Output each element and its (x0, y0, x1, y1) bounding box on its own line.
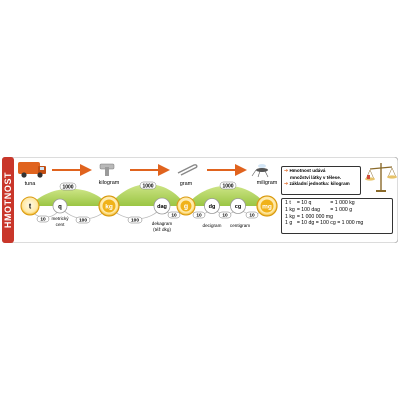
svg-text:1000: 1000 (222, 183, 233, 189)
factor-badge-bottom: 100 (127, 216, 143, 224)
label-dekagram: dekagram (152, 221, 173, 226)
label-metricky-cent-line2: cent (56, 222, 65, 227)
unit-circle-dg: dg (204, 198, 220, 214)
unit-circle-g: g (176, 196, 196, 216)
svg-text:10: 10 (222, 213, 228, 219)
factor-badge-top: 1000 (59, 182, 77, 190)
unit-circle-cg: cg (230, 198, 246, 214)
side-label: HMOTNOST (2, 157, 14, 243)
svg-text:10: 10 (40, 217, 46, 223)
svg-text:100: 100 (131, 218, 139, 224)
svg-text:cg: cg (235, 204, 241, 210)
info-box: ➔ Hmotnost udává množství látky v tělese… (281, 166, 361, 195)
conversion-row: 1 t = 10 q = 1 000 kg (285, 200, 355, 206)
balance-scale-icon (365, 163, 397, 192)
factor-badge-top: 1000 (219, 181, 237, 189)
info-line-3: ➔ základní jednotka: kilogram (284, 180, 350, 187)
unit-circle-mg: mg (256, 195, 278, 217)
label-centigram: centigram (230, 223, 250, 228)
svg-text:1000: 1000 (62, 184, 73, 190)
label-gram: gram (180, 181, 193, 187)
info-line-1: ➔ Hmotnost udává (284, 168, 326, 174)
label-tuna: tuna (25, 181, 37, 187)
factor-badge-bottom: 100 (75, 216, 91, 224)
svg-text:q: q (58, 204, 62, 210)
label-dekagram-alt: (též dkg) (153, 227, 171, 232)
unit-circle-kg: kg (98, 195, 120, 217)
factor-badge-bottom: 10 (218, 211, 232, 219)
factor-badge-top: 1000 (139, 181, 157, 189)
svg-text:10: 10 (171, 213, 177, 219)
mosquito-icon (251, 164, 269, 178)
label-kilogram: kilogram (99, 180, 120, 186)
conversion-row: 1 g = 10 dg = 100 cg = 1 000 mg (285, 220, 364, 227)
label-miligram: miligram (257, 180, 278, 186)
factor-badge-bottom: 10 (167, 211, 181, 219)
svg-text:kg: kg (105, 204, 113, 211)
svg-text:dag: dag (157, 204, 167, 210)
info-line-2: množství látky v tělese. (290, 174, 342, 180)
label-decigram: decigram (203, 223, 222, 228)
wrench-icon (99, 163, 115, 176)
factor-badge-bottom: 10 (245, 211, 259, 219)
truck-icon (18, 162, 46, 178)
unit-circle-q: q (52, 198, 68, 214)
side-label-text: HMOTNOST (3, 171, 13, 229)
svg-text:g: g (184, 204, 188, 211)
svg-text:t: t (29, 204, 32, 211)
unit-circle-dag: dag (153, 197, 171, 215)
svg-text:1000: 1000 (142, 183, 153, 189)
label-metricky-cent-line1: metrický (51, 216, 69, 221)
arrow-right-icon: ➔ (284, 168, 289, 174)
conversion-row: 1 kg = 1 000 000 mg (285, 213, 334, 220)
conversion-table: 1 t = 10 q = 1 000 kg 1 kg = 100 dag = 1… (281, 198, 393, 234)
conversion-row: 1 kg = 100 dag = 1 000 g (285, 206, 353, 213)
paperclip-icon (177, 164, 198, 176)
svg-text:dg: dg (209, 204, 216, 210)
factor-badge-bottom: 10 (192, 211, 206, 219)
factor-badge-bottom: 10 (36, 215, 50, 223)
unit-circle-t: t (20, 196, 40, 216)
arc-t-kg (30, 188, 109, 206)
svg-text:100: 100 (79, 218, 87, 224)
svg-text:mg: mg (262, 204, 272, 211)
svg-text:10: 10 (196, 213, 202, 219)
arrow-right-icon: ➔ (284, 180, 289, 187)
svg-text:10: 10 (249, 213, 255, 219)
